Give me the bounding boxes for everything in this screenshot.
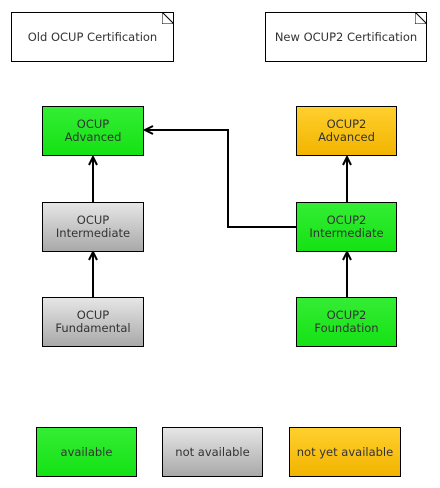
- box-ocup-fundamental: OCUP Fundamental: [42, 297, 144, 347]
- note-fold-icon: [162, 12, 174, 24]
- box-line: Advanced: [318, 130, 375, 144]
- legend-label: not available: [175, 444, 250, 459]
- note-old-certification: Old OCUP Certification: [11, 12, 174, 62]
- box-line: Intermediate: [55, 226, 131, 240]
- legend-label: available: [60, 444, 113, 459]
- edge-ocup2-intermediate-to-ocup-advanced: [145, 130, 296, 228]
- legend-label: not yet available: [296, 444, 394, 459]
- box-line: OCUP2: [326, 308, 367, 322]
- box-line: Intermediate: [309, 226, 384, 240]
- box-line: Advanced: [64, 130, 122, 144]
- legend-not-available: not available: [162, 427, 263, 477]
- box-line: Fundamental: [55, 321, 131, 335]
- note-new-label: New OCUP2 Certification: [274, 30, 418, 44]
- box-line: OCUP: [76, 308, 110, 322]
- box-line: Foundation: [314, 321, 379, 335]
- note-new-certification: New OCUP2 Certification: [265, 12, 427, 62]
- note-old-label: Old OCUP Certification: [27, 30, 158, 44]
- box-ocup-advanced: OCUP Advanced: [42, 106, 144, 156]
- box-ocup2-intermediate: OCUP2 Intermediate: [296, 202, 397, 252]
- box-ocup-intermediate: OCUP Intermediate: [42, 202, 144, 252]
- box-line: OCUP: [76, 117, 110, 131]
- box-line: OCUP2: [326, 213, 367, 227]
- box-line: OCUP: [76, 213, 110, 227]
- box-line: OCUP2: [326, 117, 367, 131]
- box-ocup2-advanced: OCUP2 Advanced: [296, 106, 397, 156]
- legend-not-yet-available: not yet available: [289, 427, 401, 477]
- note-fold-icon: [415, 12, 427, 24]
- box-ocup2-foundation: OCUP2 Foundation: [296, 297, 397, 347]
- legend-available: available: [36, 427, 137, 477]
